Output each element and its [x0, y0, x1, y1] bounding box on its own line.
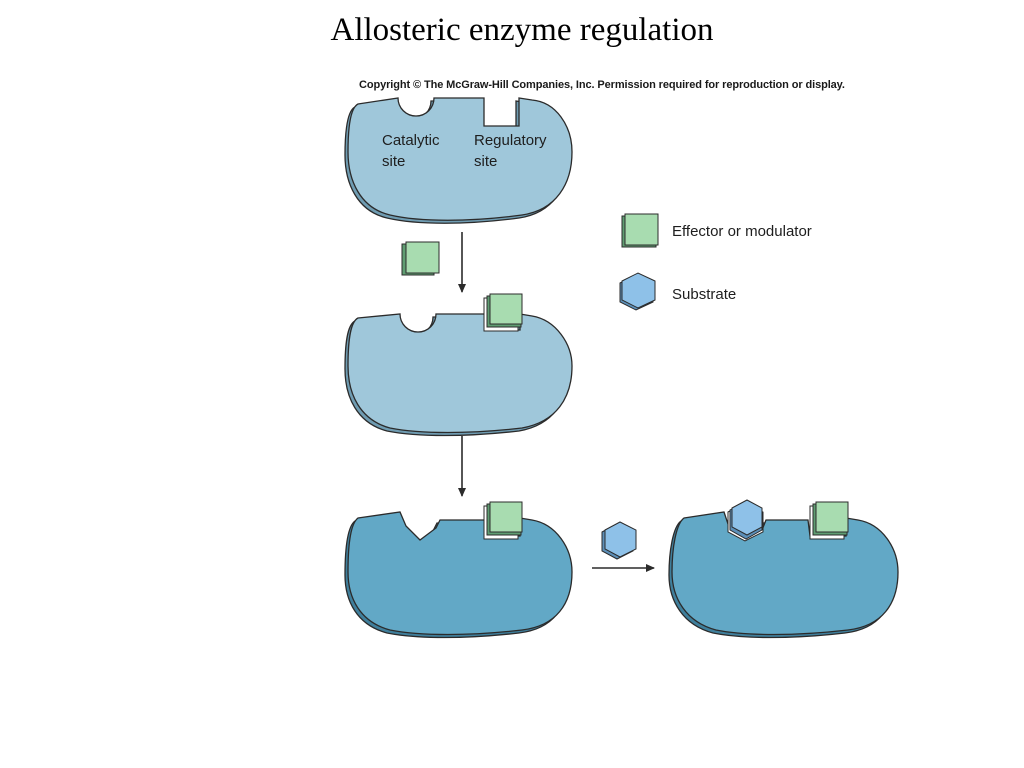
copyright-notice: Copyright © The McGraw-Hill Companies, I… [359, 79, 845, 91]
legend-substrate: Substrate [619, 272, 736, 311]
regulatory-site-label: Regulatory [474, 132, 547, 149]
effector-free [401, 241, 440, 276]
slide-title: Allosteric enzyme regulation [330, 12, 714, 48]
enzyme-effector-bound [344, 293, 573, 437]
enzyme-substrate-bound [668, 499, 899, 639]
substrate-free [601, 521, 637, 560]
enzyme-inactive-empty: Catalytic site Regulatory site [344, 97, 573, 224]
legend-effector: Effector or modulator [621, 213, 812, 248]
enzyme-active [344, 501, 573, 639]
regulatory-site-label-2: site [474, 153, 497, 170]
catalytic-site-label-2: site [382, 153, 405, 170]
legend-effector-label: Effector or modulator [672, 223, 812, 240]
legend-substrate-label: Substrate [672, 286, 736, 303]
catalytic-site-label: Catalytic [382, 132, 440, 149]
legend: Effector or modulator Substrate [619, 213, 812, 311]
